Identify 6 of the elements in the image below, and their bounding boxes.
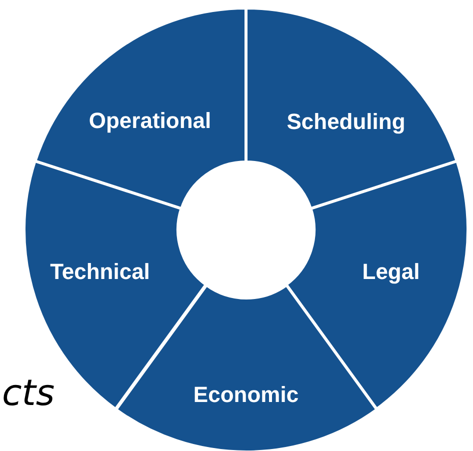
segment-label: Economic: [193, 384, 299, 406]
segment-label: Operational: [88, 110, 212, 132]
segment-label: Legal: [362, 260, 420, 283]
segment-label: Technical: [50, 260, 150, 283]
partial-text: cts: [2, 376, 55, 412]
segment-label: Scheduling: [286, 111, 406, 133]
